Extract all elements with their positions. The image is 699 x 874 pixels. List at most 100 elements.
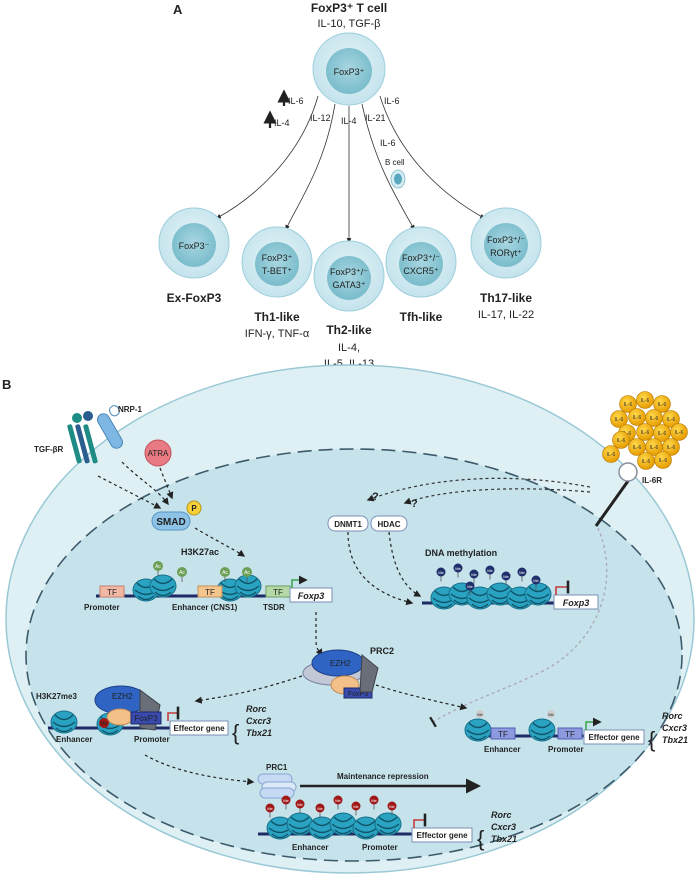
ac-mark-2: Ac <box>220 567 230 582</box>
smad-node: SMAD P <box>151 500 202 531</box>
nucleosome-row1-3 <box>234 574 262 598</box>
prc2-complex: EZH2 FoxP3 <box>302 649 379 699</box>
svg-text:Ac: Ac <box>155 564 161 570</box>
il6-ball-16: IL-6 <box>602 445 620 463</box>
ac-mark-0: Ac <box>153 561 163 576</box>
smad-to-dna-arrow <box>194 527 246 557</box>
smad-label: SMAD <box>156 517 185 528</box>
il6-receptor-icon <box>594 462 638 527</box>
enhancer-cns1-label: Enhancer (CNS1) <box>172 603 238 612</box>
label-il6-tfh: IL-6 <box>380 138 396 148</box>
brace-left: { <box>232 720 239 745</box>
svg-text:IL-6: IL-6 <box>641 398 650 404</box>
cell-th17: FoxP3⁺/⁻ RORγt⁺ Th17-like IL-17, IL-22 <box>470 207 542 321</box>
ezh2-left-label: EZH2 <box>112 692 133 701</box>
svg-text:IL-6: IL-6 <box>675 430 684 436</box>
il6-ball-15: IL-6 <box>654 451 672 469</box>
me-methyl-4: Me <box>501 571 511 586</box>
th17-nucleus-line2: RORγt⁺ <box>490 248 522 258</box>
il6r-label: IL-6R <box>642 476 662 485</box>
question-mark-dnmt1: ? <box>372 491 379 503</box>
dnmt1-node: DNMT1 <box>327 515 369 532</box>
arrow-to-exfoxp3 <box>216 95 319 219</box>
exfoxp3-nucleus-line1: FoxP3⁻ <box>179 241 210 251</box>
foxp3-gene-box-row1: Foxp3 <box>289 587 333 603</box>
promoter-label-row1: Promoter <box>84 603 120 612</box>
gene-cxcr3-right: Cxcr3 <box>662 723 687 733</box>
svg-text:Me: Me <box>297 802 303 807</box>
svg-text:IL-6: IL-6 <box>667 445 676 451</box>
effector-gene-box-row3: Effector gene <box>411 827 473 843</box>
svg-text:Me: Me <box>467 584 473 589</box>
prc1-complex <box>257 773 297 799</box>
promoter-label-left: Promoter <box>134 735 170 744</box>
svg-text:IL-6: IL-6 <box>658 431 667 437</box>
me-row3-3: Me <box>315 803 325 818</box>
svg-text:IL-6: IL-6 <box>641 430 650 436</box>
receptor-arrows <box>97 461 174 509</box>
me-faded-1-label: Me <box>477 712 483 717</box>
th2-nucleus-line2: GATA3⁺ <box>333 280 366 290</box>
hdac-label: HDAC <box>377 520 400 529</box>
label-bcell: B cell <box>385 158 405 167</box>
tf-enhancer-right-label: TF <box>498 730 508 739</box>
enhancer-label-row3: Enhancer <box>292 843 328 852</box>
svg-text:Ac: Ac <box>179 570 185 576</box>
tf-enhancer-label: TF <box>205 588 215 597</box>
question-mark-hdac: ? <box>411 498 418 510</box>
svg-text:IL-6: IL-6 <box>624 402 633 408</box>
th1-nucleus-line1: FoxP3⁺ <box>262 253 293 263</box>
tfh-nucleus-line1: FoxP3⁺/⁻ <box>402 253 440 263</box>
svg-text:IL-6: IL-6 <box>633 445 642 451</box>
me-faded-2-label: Me <box>548 712 554 717</box>
me-row3-1: Me <box>281 795 291 810</box>
me-row3-4: Me <box>333 795 343 810</box>
svg-text:IL-6: IL-6 <box>633 415 642 421</box>
me-mark-left: Me <box>99 718 109 728</box>
svg-text:IL-6: IL-6 <box>642 459 651 465</box>
svg-text:IL-6: IL-6 <box>667 417 676 423</box>
tsdr-label: TSDR <box>263 603 285 612</box>
me-methyl-1: Me <box>453 563 463 578</box>
gene-tbx21-left: Tbx21 <box>246 728 272 738</box>
prc2-label: PRC2 <box>370 646 394 656</box>
nucleosome-row3-4 <box>352 816 380 840</box>
atra-label: ATRA <box>148 449 169 458</box>
nucleosome-row3-3 <box>329 812 357 836</box>
prc2-ezh2-label: EZH2 <box>330 659 351 668</box>
tgf-beta-receptor-icon <box>67 411 98 464</box>
svg-text:Me: Me <box>317 806 323 811</box>
prc2-branch-arrows <box>194 675 468 711</box>
me-methyl-6: Me <box>531 575 541 590</box>
cell-th2: FoxP3⁺/⁻ GATA3⁺ Th2-like IL-4, IL-5, IL-… <box>313 240 385 370</box>
maintenance-repression-label: Maintenance repression <box>337 772 429 781</box>
th2-nucleus-line1: FoxP3⁺/⁻ <box>330 267 368 277</box>
svg-text:IL-6: IL-6 <box>650 416 659 422</box>
ac-mark-1: Ac <box>177 567 187 582</box>
svg-text:IL-6: IL-6 <box>658 402 667 408</box>
me-methyl-2: Me <box>469 569 479 584</box>
svg-text:Me: Me <box>519 570 525 575</box>
label-il6-right: IL-6 <box>384 96 400 106</box>
label-il4: IL-4 <box>341 116 357 126</box>
svg-text:Me: Me <box>335 798 341 803</box>
th17-cytokines: IL-17, IL-22 <box>478 309 534 321</box>
il6-ball-1: IL-6 <box>636 391 654 409</box>
hdac-node: HDAC <box>370 515 408 532</box>
svg-text:IL-6: IL-6 <box>615 417 624 423</box>
repression-mark-left <box>167 706 180 721</box>
gene-cxcr3-row3: Cxcr3 <box>491 822 516 832</box>
me-row3-6: Me <box>369 795 379 810</box>
tfh-nucleus-line2: CXCR5⁺ <box>403 266 439 276</box>
nucleosome-row2l-0 <box>50 710 78 734</box>
il6-ball-14: IL-6 <box>637 452 655 470</box>
svg-text:Me: Me <box>455 566 461 571</box>
effector-gene-box-right: Effector gene <box>583 729 645 745</box>
arrow-to-tfh <box>361 103 415 230</box>
parent-nucleus-label: FoxP3⁺ <box>334 67 365 77</box>
me-faded-2: Me <box>547 710 555 718</box>
gene-rorc-right: Rorc <box>662 711 683 721</box>
